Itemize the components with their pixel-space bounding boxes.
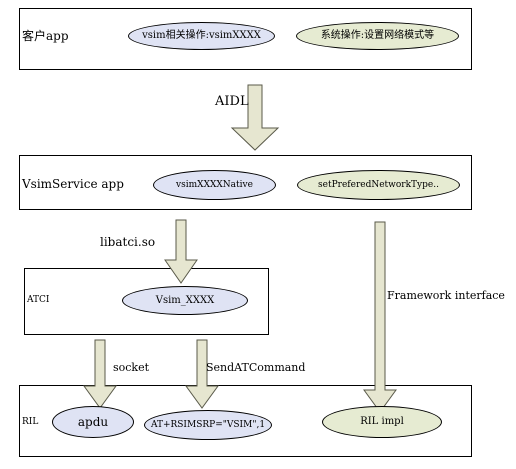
libatci-arrow [164, 219, 198, 284]
libatci-label: libatci.so [100, 235, 156, 249]
at-cmd-text: AT+RSIMSRP="VSIM",1 [150, 419, 266, 430]
set-network-oval: setPreferedNetworkType.. [297, 170, 460, 200]
ril-label: RIL [22, 417, 39, 427]
socket-label: socket [113, 361, 150, 374]
aidl-arrow [230, 84, 280, 151]
at-cmd-oval: AT+RSIMSRP="VSIM",1 [144, 410, 272, 440]
send-at-label: SendATCommand [206, 361, 306, 374]
vsim-xxxx-oval: Vsim_XXXX [122, 286, 248, 315]
framework-arrow [363, 221, 397, 413]
aidl-label: AIDL [215, 94, 249, 109]
apdu-text: apdu [77, 415, 109, 429]
vsim-ops-oval: vsim相关操作:vsimXXXX [128, 22, 275, 50]
socket-arrow [83, 339, 117, 409]
vsim-xxxx-text: Vsim_XXXX [155, 294, 215, 306]
system-ops-oval: 系统操作:设置网络模式等 [296, 22, 459, 50]
ril-impl-text: RIL impl [360, 416, 404, 427]
set-network-text: setPreferedNetworkType.. [318, 179, 439, 190]
vsim-ops-text: vsim相关操作:vsimXXXX [142, 30, 261, 41]
native-oval: vsimXXXXNative [153, 170, 276, 200]
system-ops-text: 系统操作:设置网络模式等 [320, 30, 435, 41]
apdu-oval: apdu [52, 406, 134, 438]
vsim-service-label: VsimService app [22, 177, 124, 191]
send-at-arrow [185, 339, 219, 409]
atci-label: ATCI [27, 295, 50, 305]
ril-impl-oval: RIL impl [322, 406, 442, 438]
framework-label: Framework interface [387, 289, 505, 302]
client-app-label: 客户app [22, 29, 69, 43]
native-text: vsimXXXXNative [176, 179, 253, 190]
